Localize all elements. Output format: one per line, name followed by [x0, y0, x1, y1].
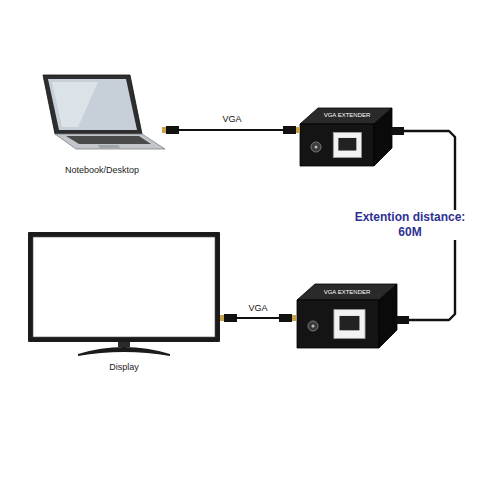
- laptop-base: [55, 134, 165, 149]
- vga-extender: VGA EXTENDER: [300, 106, 392, 166]
- display-stand: [78, 347, 170, 356]
- display-bezel: [28, 232, 220, 342]
- device-illustration: [38, 72, 166, 178]
- vga-plug: [166, 126, 179, 134]
- dc-jack: [311, 142, 321, 152]
- laptop-touchpad: [98, 145, 120, 148]
- rj45-plug: [391, 127, 404, 135]
- vga-plug: [283, 126, 296, 134]
- rj45-opening: [340, 316, 360, 330]
- vga-plug: [279, 314, 292, 322]
- dc-jack-pin: [315, 146, 318, 149]
- laptop-keyboard: [66, 136, 151, 144]
- vga-plug-tip: [162, 127, 166, 133]
- extender-side: [379, 284, 397, 348]
- display-screen: [33, 237, 215, 337]
- cable-label: VGA: [212, 113, 252, 125]
- extender-front: [297, 300, 379, 348]
- device-illustration: [26, 230, 222, 376]
- display-monitor: Display: [26, 230, 222, 376]
- vga-plug-tip: [296, 127, 300, 133]
- distance-label: Extention distance: 60M: [350, 210, 470, 240]
- dc-jack-pin: [312, 325, 315, 328]
- rj45-opening: [338, 138, 356, 151]
- laptop-screen: [48, 79, 137, 130]
- screen-glare: [52, 82, 98, 127]
- device-label: Display: [26, 362, 222, 372]
- laptop-lid: [43, 75, 142, 134]
- vga-plug: [224, 314, 237, 322]
- cable-label: VGA: [238, 302, 278, 314]
- vga-plug-tip: [292, 315, 296, 321]
- extender-front: [300, 124, 374, 166]
- extender-print: VGA EXTENDER: [320, 289, 374, 296]
- rj45-port: [334, 310, 365, 339]
- rj45-plug: [396, 316, 409, 324]
- rj45-port: [333, 132, 361, 157]
- vga-plug-tip: [220, 315, 224, 321]
- notebook-computer: Notebook/Desktop: [38, 72, 166, 178]
- extender-print: VGA EXTENDER: [320, 112, 374, 119]
- vga-cable: [222, 317, 295, 319]
- device-label: Notebook/Desktop: [38, 165, 166, 175]
- display-neck: [118, 342, 130, 347]
- extender-side: [374, 108, 392, 166]
- dc-jack: [308, 321, 318, 331]
- vga-cable: [166, 129, 300, 131]
- vga-extender: VGA EXTENDER: [295, 282, 397, 348]
